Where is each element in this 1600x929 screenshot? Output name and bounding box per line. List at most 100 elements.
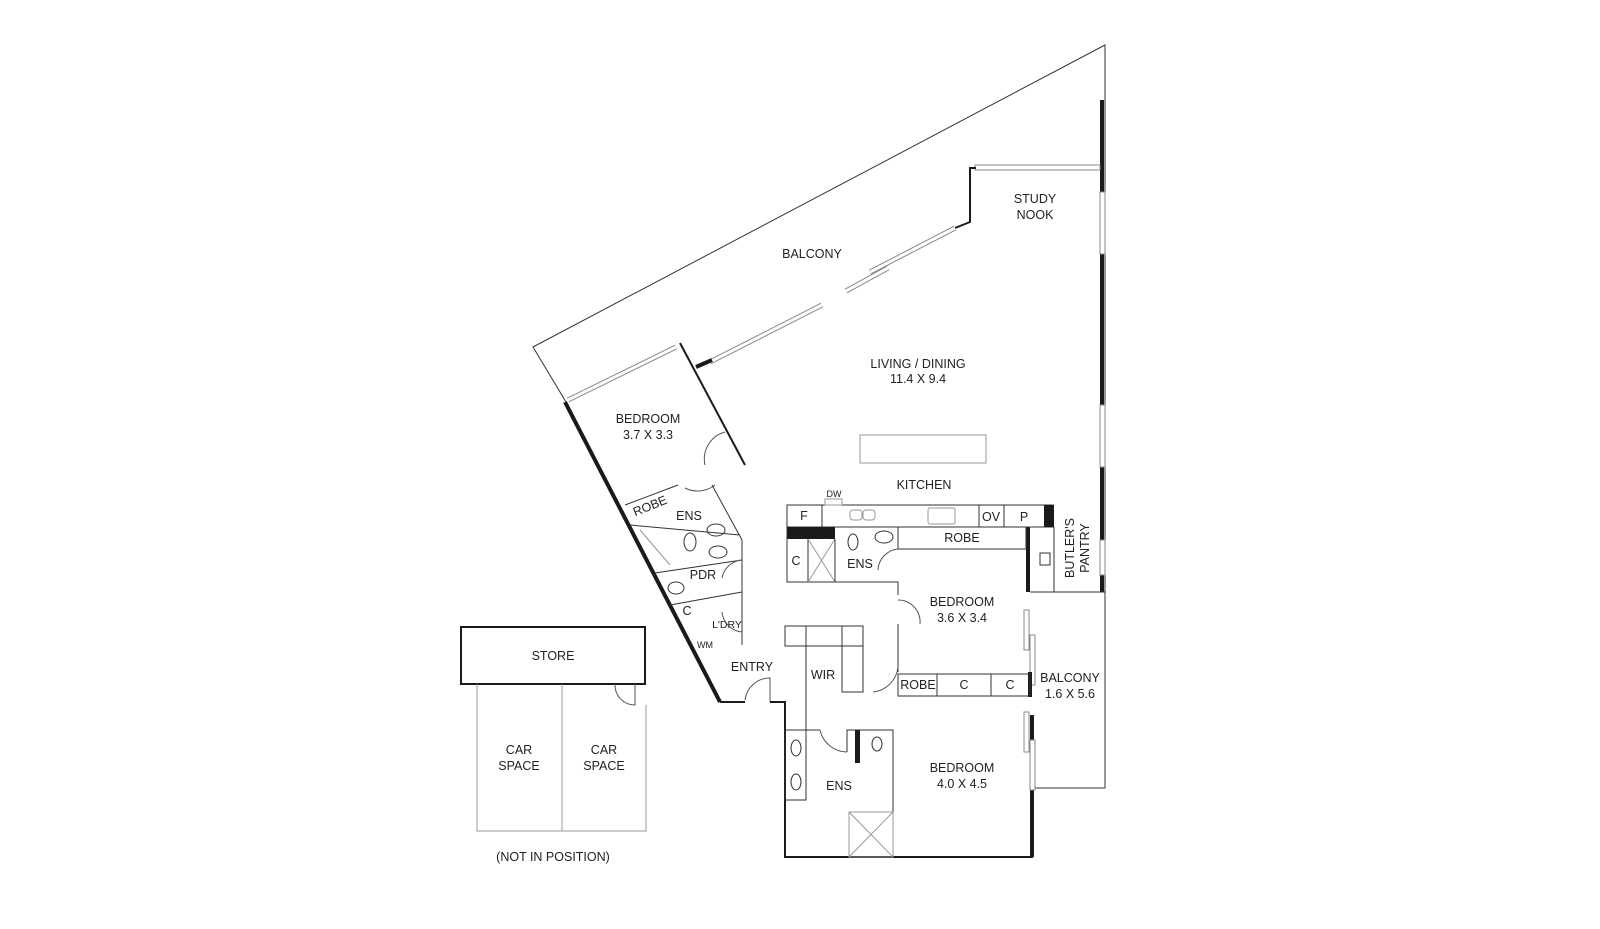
door-swing: [703, 431, 726, 466]
wall: [770, 701, 1033, 858]
window: [1029, 739, 1036, 791]
wall: [654, 559, 743, 574]
door-swing: [877, 548, 899, 571]
room-label: PANTRY: [1078, 523, 1092, 573]
appliance-label: DW: [827, 489, 842, 499]
basin-icon: [874, 530, 894, 544]
window: [1023, 711, 1030, 753]
balcony-outline: [532, 44, 1106, 789]
room-label: BUTLER'S: [1063, 518, 1077, 578]
room-dimension: 1.6 X 5.6: [1045, 687, 1095, 701]
toilet-icon: [871, 736, 883, 752]
window: [709, 303, 823, 364]
toilet-icon: [847, 533, 859, 551]
room-label: BEDROOM: [930, 761, 995, 775]
basin-icon: [790, 773, 802, 791]
room-label: C: [1005, 678, 1014, 692]
cooktop-icon: [927, 507, 956, 525]
robe: [897, 673, 1031, 697]
sink-icon: [862, 509, 876, 521]
vanity: [784, 729, 807, 801]
room-label: WM: [697, 640, 713, 650]
window: [869, 226, 956, 274]
store-room: [460, 626, 646, 685]
basin-icon: [706, 523, 726, 537]
room-dimension: 11.4 X 9.4: [890, 372, 946, 386]
room-label: ENS: [826, 779, 852, 793]
room-label: STUDY: [1014, 192, 1057, 206]
robe: [897, 526, 1027, 550]
door-swing: [721, 559, 743, 579]
door-swing: [684, 484, 716, 492]
wall: [679, 342, 746, 466]
room-label: C: [959, 678, 968, 692]
room-label: ROBE: [944, 531, 979, 545]
entry-door-swing: [744, 677, 771, 702]
kitchen-island: [859, 434, 987, 464]
room-label: LIVING / DINING: [870, 357, 965, 371]
window: [1023, 609, 1030, 651]
room-label: SPACE: [583, 759, 624, 773]
wir-shelf: [784, 625, 864, 647]
room-label: L'DRY: [712, 619, 742, 631]
room-dimension: 4.0 X 4.5: [937, 777, 987, 791]
door-swing: [819, 729, 848, 753]
room-label: C: [682, 604, 691, 618]
wall: [629, 524, 741, 536]
appliance: [1039, 552, 1051, 566]
wall: [669, 591, 743, 606]
wall: [624, 484, 679, 506]
wall: [954, 167, 976, 229]
toilet-icon: [667, 581, 685, 595]
sink-icon: [849, 509, 863, 521]
room-label: PDR: [690, 568, 716, 582]
kitchen-bench: [786, 504, 1054, 528]
room-label: STORE: [532, 649, 575, 663]
room-label: ROBE: [900, 678, 935, 692]
door-swing: [721, 611, 743, 633]
room-label: NOOK: [1017, 208, 1054, 222]
room-label: SPACE: [498, 759, 539, 773]
wall: [785, 625, 864, 693]
wall: [1044, 505, 1054, 527]
window: [1029, 634, 1036, 686]
door-swing: [614, 683, 636, 706]
door-swing: [897, 599, 921, 625]
room-label: CAR: [506, 743, 532, 757]
room-label: ROBE: [631, 493, 669, 519]
window: [1099, 191, 1106, 255]
exterior-wall-west: [563, 401, 722, 703]
room-label: KITCHEN: [897, 478, 952, 492]
room-dimension: 3.7 X 3.3: [623, 428, 673, 442]
room-label: BEDROOM: [930, 595, 995, 609]
window: [974, 164, 1101, 171]
appliance-label: P: [1020, 510, 1028, 524]
shower: [848, 811, 894, 858]
wall: [787, 527, 835, 539]
wall: [711, 484, 743, 541]
basin-icon: [790, 739, 802, 757]
window: [1099, 539, 1106, 576]
toilet-icon: [683, 532, 697, 552]
door-swing: [872, 666, 899, 693]
dishwasher: [824, 498, 843, 506]
wall: [786, 527, 899, 595]
room-label: ENS: [676, 509, 702, 523]
wall: [846, 729, 894, 857]
room-label: BALCONY: [1040, 671, 1100, 685]
shower-icon: [848, 811, 894, 858]
note-label: (NOT IN POSITION): [496, 850, 610, 864]
room-label: BALCONY: [782, 247, 842, 261]
wall: [855, 730, 860, 763]
room-dimension: 3.6 X 3.4: [937, 611, 987, 625]
shower-icon: [639, 529, 671, 566]
window: [1099, 404, 1106, 468]
appliance-label: F: [800, 509, 808, 523]
basin-icon: [708, 545, 728, 559]
room-label: ENTRY: [731, 660, 774, 674]
appliance-label: OV: [982, 510, 1001, 524]
room-label: WIR: [811, 668, 835, 682]
room-label: CAR: [591, 743, 617, 757]
room-label: C: [791, 554, 800, 568]
